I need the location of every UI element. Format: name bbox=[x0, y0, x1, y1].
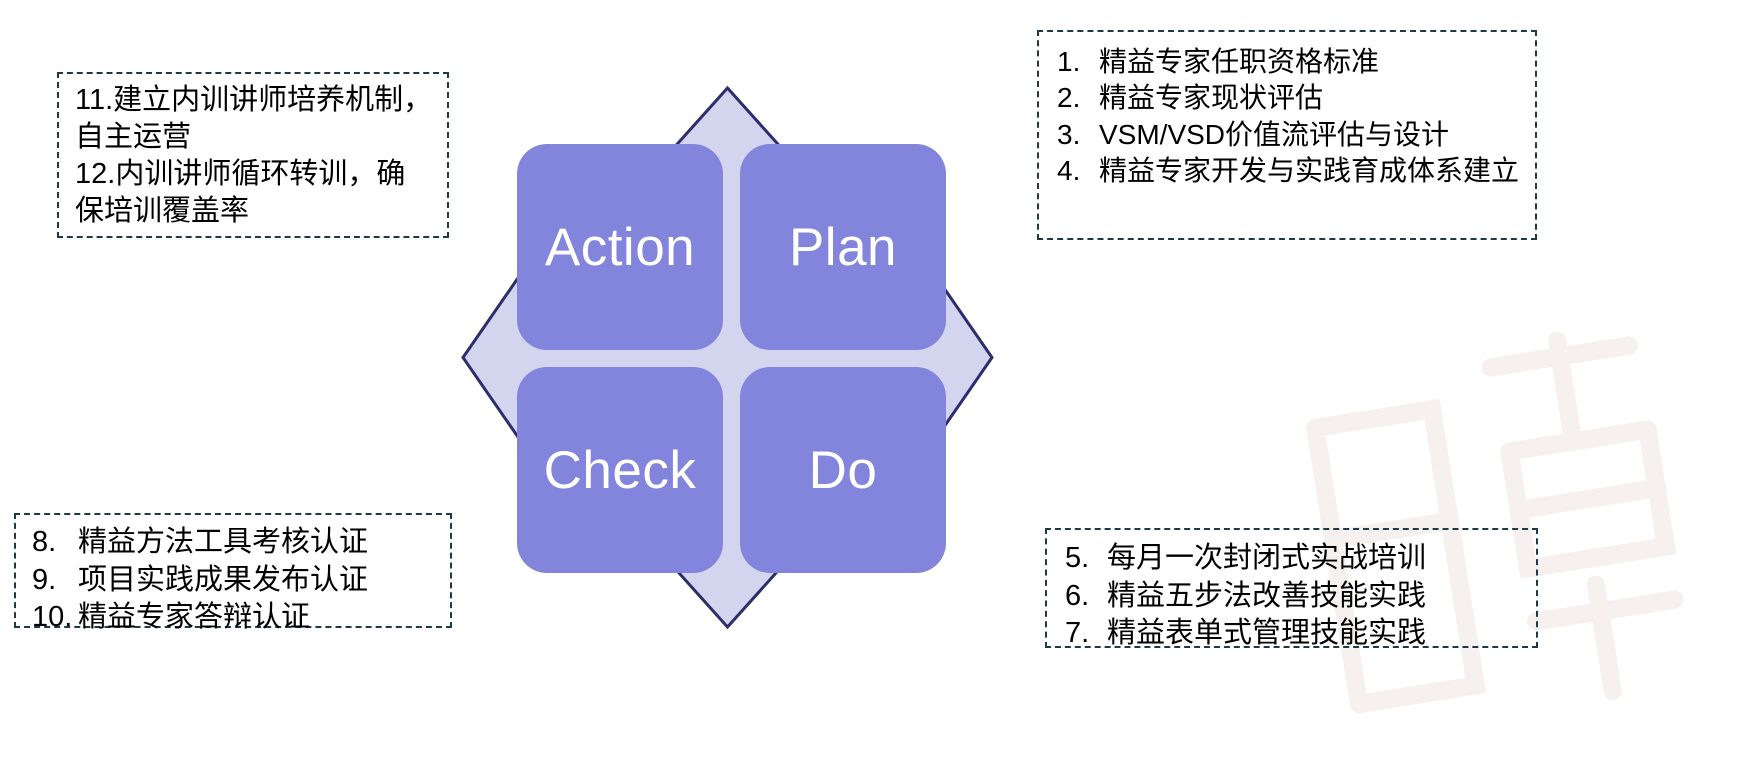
note-item-text: VSM/VSD价值流评估与设计 bbox=[1099, 118, 1450, 150]
note-line: 保培训覆盖率 bbox=[75, 193, 437, 230]
note-list-item: 1. 精益专家任职资格标准 bbox=[1057, 44, 1525, 80]
pdca-quadrant-plan[interactable]: Plan bbox=[740, 144, 946, 350]
note-line: 自主运营 bbox=[75, 119, 437, 156]
note-text: 保培训覆盖率 bbox=[75, 195, 250, 228]
note-item-text: 精益五步法改善技能实践 bbox=[1107, 579, 1427, 612]
note-item-number: 2. bbox=[1057, 82, 1081, 114]
note-item-text: 精益专家现状评估 bbox=[1099, 82, 1324, 114]
note-box-check: 8. 精益方法工具考核认证 9. 项目实践成果发布认证 10. 精益专家答辩认证 bbox=[14, 513, 452, 633]
note-box-plan: 1. 精益专家任职资格标准 2. 精益专家现状评估 3. VSM/VSD价值流评… bbox=[1037, 30, 1537, 240]
note-item-text: 每月一次封闭式实战培训 bbox=[1107, 542, 1427, 574]
pdca-quadrant-check[interactable]: Check bbox=[517, 367, 723, 573]
note-list-item: 4. 精益专家开发与实践育成体系建立 bbox=[1057, 153, 1525, 189]
note-item-number: 10. bbox=[32, 601, 73, 634]
note-item-number: 8. bbox=[32, 526, 57, 558]
note-item-text: 精益专家开发与实践育成体系建立 bbox=[1099, 155, 1520, 187]
pdca-diagram: Action Plan Check Do bbox=[455, 80, 1000, 635]
note-list-item: 5. 每月一次封闭式实战培训 bbox=[1065, 540, 1526, 578]
pdca-label-action: Action bbox=[544, 217, 696, 277]
note-item-number: 4. bbox=[1057, 155, 1081, 187]
note-list-item: 8. 精益方法工具考核认证 bbox=[32, 524, 440, 562]
pdca-quadrant-action[interactable]: Action bbox=[517, 144, 723, 350]
note-list-item: 6. 精益五步法改善技能实践 bbox=[1065, 578, 1526, 616]
pdca-label-plan: Plan bbox=[788, 217, 898, 277]
pdca-label-check: Check bbox=[543, 440, 697, 500]
note-item-number: 7. bbox=[1065, 617, 1090, 650]
note-list-item: 9. 项目实践成果发布认证 bbox=[32, 562, 440, 600]
note-text: 11.建立内训讲师培养机制， bbox=[75, 84, 433, 116]
note-line: 12.内训讲师循环转训，确 bbox=[75, 156, 437, 193]
note-item-text: 精益表单式管理技能实践 bbox=[1107, 617, 1427, 650]
note-item-text: 精益专家任职资格标准 bbox=[1099, 46, 1380, 77]
note-item-text: 精益方法工具考核认证 bbox=[78, 526, 369, 558]
note-item-number: 9. bbox=[32, 563, 57, 596]
note-text: 12.内训讲师循环转训，确 bbox=[75, 158, 406, 191]
note-line: 11.建立内训讲师培养机制， bbox=[75, 82, 437, 119]
note-item-text: 项目实践成果发布认证 bbox=[78, 563, 369, 596]
note-item-text: 精益专家答辩认证 bbox=[78, 601, 311, 634]
note-box-action: 11.建立内训讲师培养机制， 自主运营 12.内训讲师循环转训，确 保培训覆盖率 bbox=[57, 72, 449, 238]
note-list-item: 2. 精益专家现状评估 bbox=[1057, 80, 1525, 116]
note-item-number: 1. bbox=[1057, 46, 1081, 77]
note-list-item: 3. VSM/VSD价值流评估与设计 bbox=[1057, 117, 1525, 153]
pdca-label-do: Do bbox=[808, 440, 878, 500]
note-list-item: 10. 精益专家答辩认证 bbox=[32, 599, 440, 637]
note-list-item: 7. 精益表单式管理技能实践 bbox=[1065, 615, 1526, 653]
pdca-quadrant-do[interactable]: Do bbox=[740, 367, 946, 573]
note-box-do: 5. 每月一次封闭式实战培训 6. 精益五步法改善技能实践 7. 精益表单式管理… bbox=[1045, 528, 1538, 649]
note-item-number: 3. bbox=[1057, 118, 1081, 150]
note-text: 自主运营 bbox=[75, 121, 192, 154]
note-item-number: 5. bbox=[1065, 542, 1090, 574]
note-item-number: 6. bbox=[1065, 579, 1090, 612]
